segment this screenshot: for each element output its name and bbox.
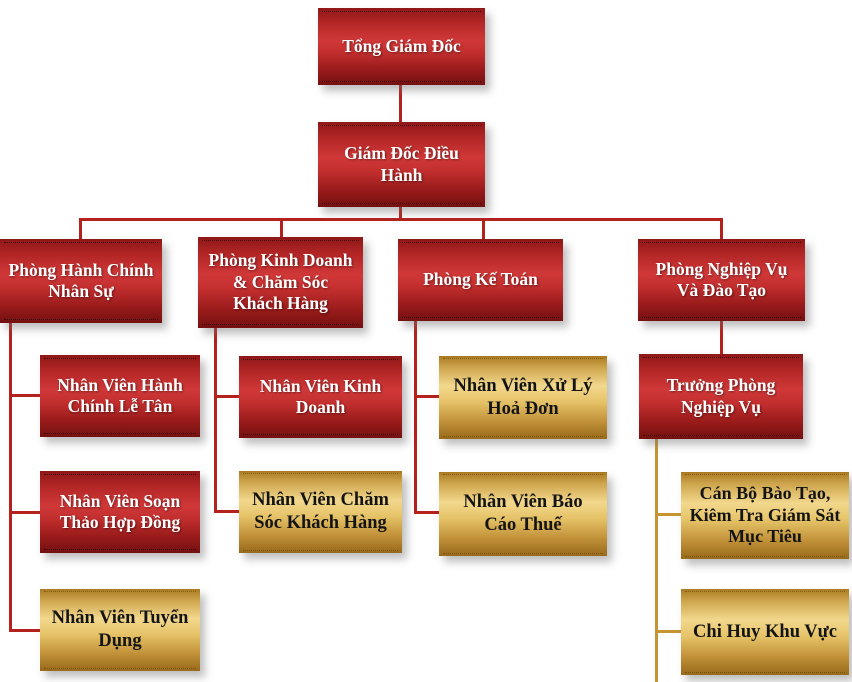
org-node-phong-nghiep-vu-dao-tao: Phòng Nghiệp Vụ Và Đào Tạo (638, 239, 805, 321)
connector-col1-vertical-line (9, 323, 12, 632)
org-node-nv-soan-thao-hop-dong: Nhân Viên Soạn Thảo Hợp Đồng (40, 471, 200, 553)
connector-drop-dept3-line (482, 218, 485, 239)
connector-col3-vertical-line (414, 321, 417, 514)
connector-col4-stub2-line (655, 630, 681, 633)
connector-drop-dept4-line (720, 218, 723, 239)
org-node-phong-hanh-chinh-nhan-su: Phòng Hành Chính Nhân Sự (0, 239, 162, 323)
connector-drop-dept2-line (280, 218, 283, 237)
org-node-tong-giam-doc: Tổng Giám Đốc (318, 8, 485, 85)
org-node-phong-ke-toan: Phòng Kế Toán (398, 239, 563, 321)
connector-col1-stub3-line (9, 629, 40, 632)
connector-col1-stub2-line (9, 511, 40, 514)
connector-col2-stub1-line (214, 395, 239, 398)
connector-bus-line (79, 218, 723, 221)
org-node-phong-kinh-doanh-cskh: Phòng Kinh Doanh & Chăm Sóc Khách Hàng (198, 237, 363, 328)
org-node-giam-doc-dieu-hanh: Giám Đốc Điều Hành (318, 122, 485, 207)
connector-col3-stub2-line (414, 511, 439, 514)
connector-col4-stub1-line (655, 513, 681, 516)
org-node-nv-bao-cao-thue: Nhân Viên Báo Cáo Thuế (439, 472, 607, 556)
org-node-nv-xu-ly-hoa-don: Nhân Viên Xử Lý Hoả Đơn (439, 356, 607, 439)
org-node-chi-huy-khu-vuc: Chi Huy Khu Vực (681, 589, 849, 675)
org-node-nv-kinh-doanh: Nhân Viên Kinh Doanh (239, 356, 402, 438)
connector-drop-dept1-line (79, 218, 82, 239)
connector-ceo-to-md-line (399, 85, 402, 122)
connector-dept4-to-manager-line (720, 321, 723, 354)
org-node-nv-cham-soc-khach-hang: Nhân Viên Chăm Sóc Khách Hàng (239, 471, 402, 553)
connector-col3-stub1-line (414, 395, 439, 398)
org-node-can-bo-dao-tao-kiem-tra: Cán Bộ Bào Tạo, Kiêm Tra Giám Sát Mục Ti… (681, 472, 849, 559)
org-node-nv-tuyen-dung: Nhân Viên Tuyển Dụng (40, 589, 200, 671)
connector-md-to-bus-line (399, 207, 402, 220)
org-node-nv-hanh-chinh-le-tan: Nhân Viên Hành Chính Lễ Tân (40, 355, 200, 437)
org-node-truong-phong-nghiep-vu: Trưởng Phòng Nghiệp Vụ (639, 354, 803, 439)
connector-col2-vertical-line (214, 328, 217, 513)
connector-col2-stub2-line (214, 510, 239, 513)
connector-col1-stub1-line (9, 394, 40, 397)
connector-col4-vertical-line (655, 439, 658, 682)
